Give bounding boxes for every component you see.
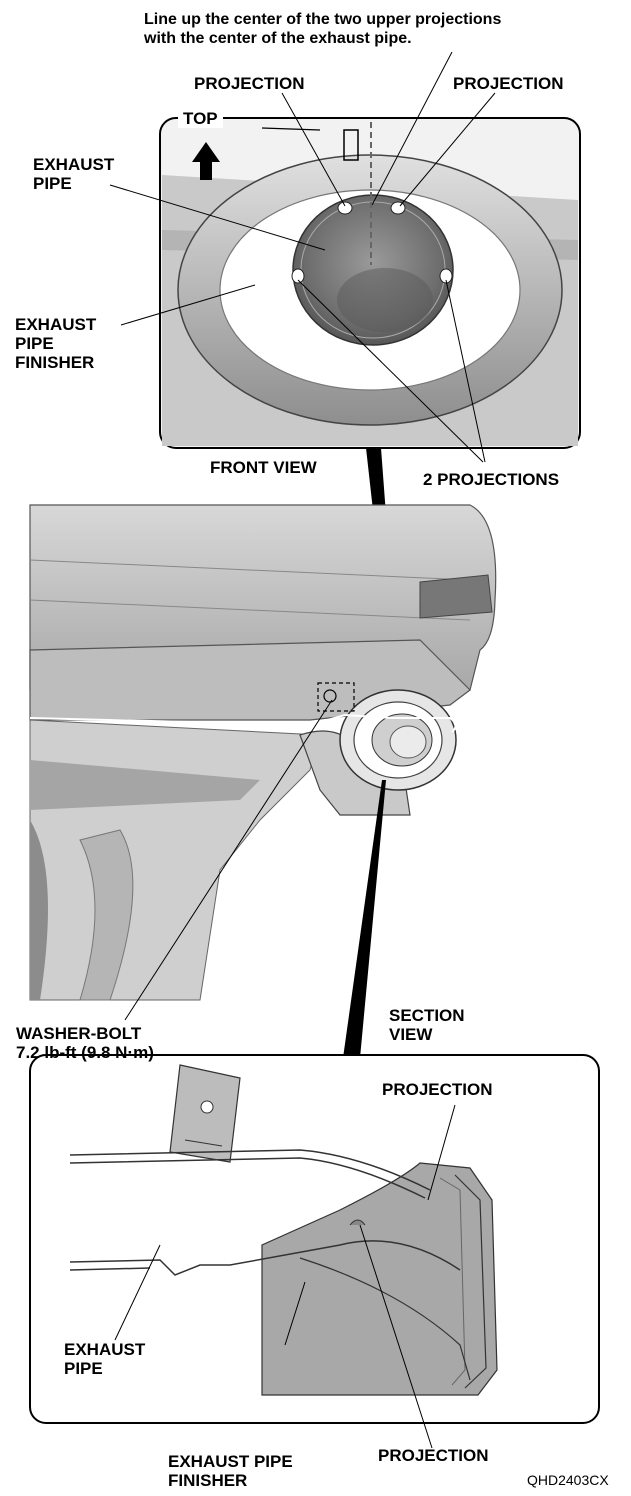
front-view-frame (159, 117, 581, 449)
section-projection-top-label: PROJECTION (382, 1080, 493, 1099)
front-exhaust-pipe-finisher-label: EXHAUST PIPE FINISHER (15, 315, 97, 372)
instruction-note: Line up the center of the two upper proj… (144, 11, 502, 47)
front-view-caption: FRONT VIEW (210, 458, 317, 477)
figure-code: QHD2403CX (527, 1472, 609, 1488)
front-projection-right-label: PROJECTION (453, 74, 564, 93)
two-projections-label: 2 PROJECTIONS (423, 470, 560, 489)
section-view-caption: SECTION VIEW (389, 1006, 465, 1044)
section-view-frame (29, 1054, 600, 1424)
section-view-callout-wedge (343, 780, 386, 1058)
front-view-leaders (109, 51, 496, 463)
front-projection-left-label: PROJECTION (194, 74, 305, 93)
section-exhaust-pipe-finisher-label: EXHAUST PIPE FINISHER (168, 1452, 293, 1490)
section-exhaust-pipe-label: EXHAUST PIPE (64, 1340, 146, 1378)
bumper-illustration (29, 504, 497, 1001)
washer-bolt-label: WASHER-BOLT 7.2 lb-ft (9.8 N·m) (16, 1024, 154, 1062)
front-exhaust-pipe-label: EXHAUST PIPE (33, 155, 115, 193)
section-projection-bottom-label: PROJECTION (378, 1446, 489, 1465)
section-view-leaders (114, 1104, 456, 1449)
top-arrow-icon (192, 142, 220, 180)
washer-bolt-leader (124, 699, 333, 1021)
top-label: TOP (178, 109, 223, 128)
